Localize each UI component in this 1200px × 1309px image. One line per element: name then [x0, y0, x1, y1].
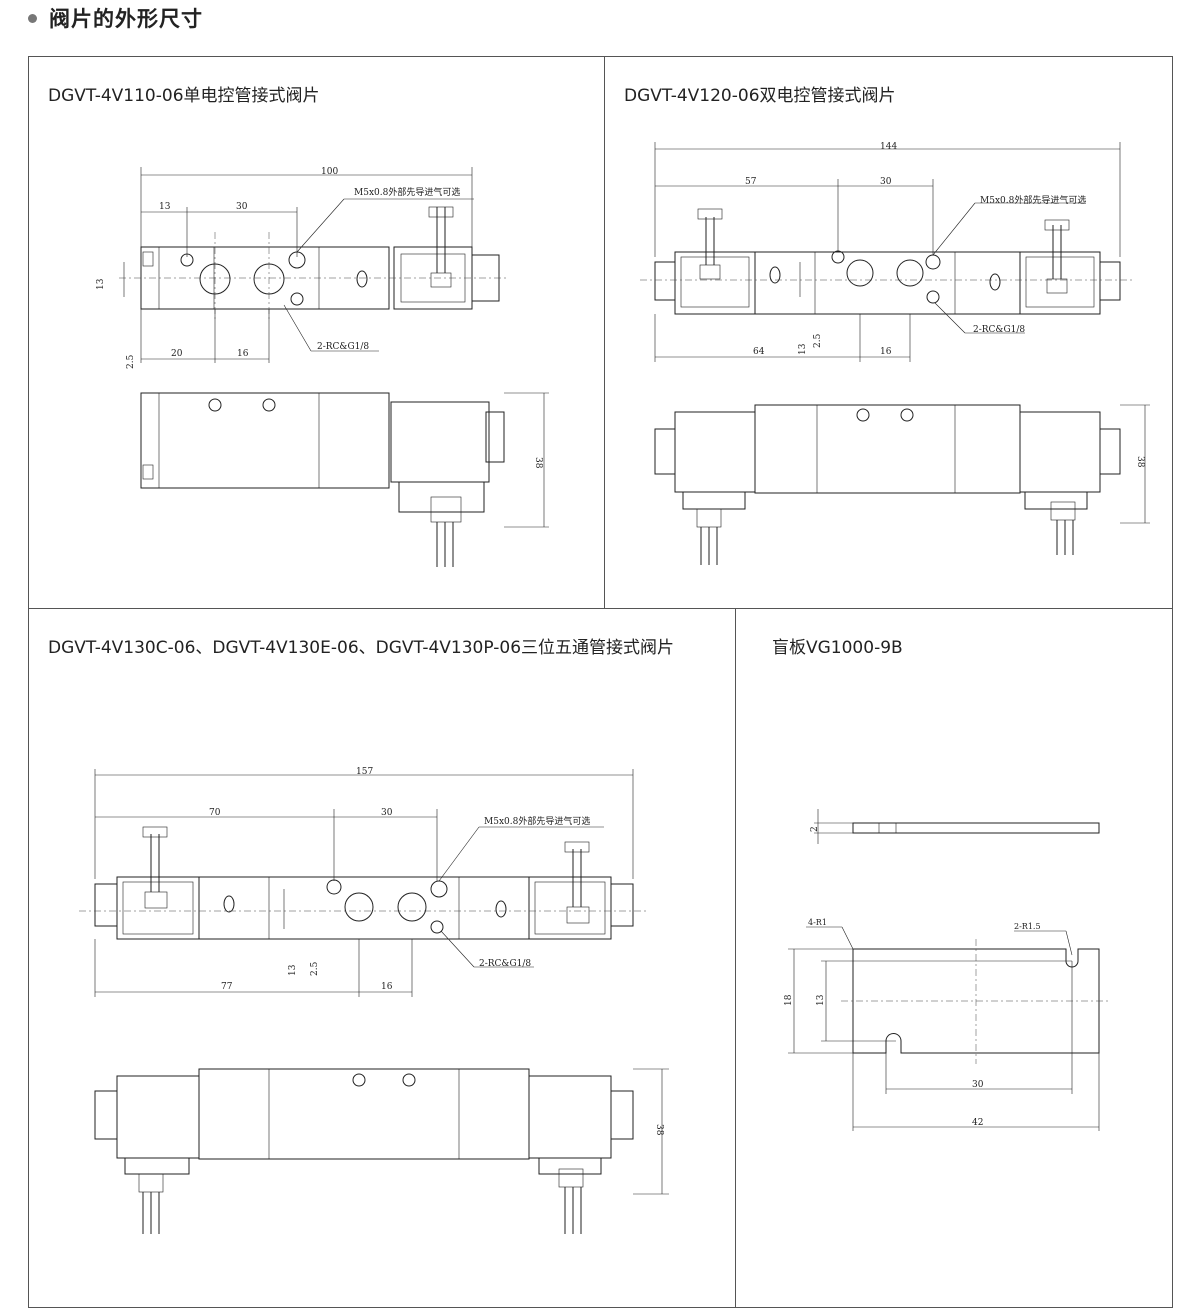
- pilot-callout: M5x0.8外部先导进气可选: [484, 815, 590, 827]
- panel-three-position: DGVT-4V130C-06、DGVT-4V130E-06、DGVT-4V130…: [28, 608, 736, 1308]
- dim-30: 30: [880, 177, 892, 187]
- dim-64: 64: [753, 347, 765, 357]
- panel-title: 盲板VG1000-9B: [772, 638, 903, 658]
- dim-16: 16: [381, 982, 393, 992]
- panel-single-solenoid: DGVT-4V110-06单电控管接式阀片: [28, 56, 605, 609]
- pilot-callout: M5x0.8外部先导进气可选: [354, 186, 460, 198]
- plan-view: 18 13 30 42 4-R1 2-R1.5: [784, 918, 1111, 1131]
- dim-30: 30: [236, 202, 248, 212]
- dim-h38: 38: [1135, 456, 1145, 468]
- dim-h13: 13: [816, 994, 826, 1006]
- dim-h38: 38: [533, 457, 543, 469]
- dim-20: 20: [171, 349, 183, 359]
- blank-plate-drawing: 2 18 13 30 42 4-R1 2-: [784, 809, 1111, 1131]
- dim-h38: 38: [654, 1124, 664, 1136]
- pilot-callout: M5x0.8外部先导进气可选: [980, 194, 1086, 206]
- dim-16: 16: [880, 347, 892, 357]
- side-view: 2: [810, 809, 1100, 844]
- dim-w30: 30: [972, 1080, 984, 1090]
- section-header: 阀片的外形尺寸: [28, 4, 203, 32]
- front-view: 38: [654, 404, 1150, 565]
- dim-v13: 13: [96, 278, 106, 290]
- corner-callout: 4-R1: [808, 918, 827, 927]
- panel-title: DGVT-4V110-06单电控管接式阀片: [48, 86, 320, 106]
- single-solenoid-drawing: 100 13 30 20 16 13 2.5 M5x0.8外部先导进气可选 2-…: [96, 167, 549, 567]
- dim-v25: 2.5: [813, 333, 823, 348]
- dim-length: 157: [356, 767, 373, 777]
- dim-70: 70: [209, 808, 221, 818]
- dim-77: 77: [221, 982, 233, 992]
- ports-callout: 2-RC&G1/8: [317, 342, 369, 352]
- slot-callout: 2-R1.5: [1014, 922, 1041, 931]
- dim-30: 30: [381, 808, 393, 818]
- panel-blank-plate: 盲板VG1000-9B 2 18 13 30: [735, 608, 1173, 1308]
- dim-length: 100: [321, 167, 338, 177]
- dim-16: 16: [237, 349, 249, 359]
- dim-t2: 2: [810, 826, 820, 832]
- dim-13: 13: [159, 202, 171, 212]
- dim-w42: 42: [972, 1118, 983, 1128]
- front-view: 38: [94, 1068, 669, 1234]
- top-view: 144 57 30 64 16 13 2.5 M5x0.8外部先导进气可选 2-…: [640, 142, 1135, 362]
- dim-v25: 2.5: [310, 961, 320, 976]
- bullet-icon: [28, 13, 37, 23]
- panel-title: DGVT-4V130C-06、DGVT-4V130E-06、DGVT-4V130…: [48, 638, 675, 658]
- ports-callout: 2-RC&G1/8: [479, 959, 531, 969]
- top-view: 157 70 30 77 16 13 2.5 M5x0.8外部先导进气可选 2-…: [79, 767, 649, 997]
- panel-title: DGVT-4V120-06双电控管接式阀片: [624, 86, 896, 106]
- dim-length: 144: [880, 142, 897, 152]
- panel-double-solenoid: DGVT-4V120-06双电控管接式阀片: [604, 56, 1173, 609]
- double-solenoid-drawing: 144 57 30 64 16 13 2.5 M5x0.8外部先导进气可选 2-…: [640, 142, 1150, 565]
- dim-v25: 2.5: [126, 354, 136, 369]
- dim-v13: 13: [798, 343, 808, 355]
- ports-callout: 2-RC&G1/8: [973, 325, 1025, 335]
- top-view: 100 13 30 20 16 13 2.5 M5x0.8外部先导进气可选 2-…: [96, 167, 509, 369]
- dim-h18: 18: [784, 994, 794, 1006]
- dim-57: 57: [745, 177, 757, 187]
- three-position-drawing: 157 70 30 77 16 13 2.5 M5x0.8外部先导进气可选 2-…: [79, 767, 669, 1234]
- page-title: 阀片的外形尺寸: [49, 7, 203, 31]
- front-view: 38: [140, 392, 549, 567]
- dim-v13: 13: [288, 964, 298, 976]
